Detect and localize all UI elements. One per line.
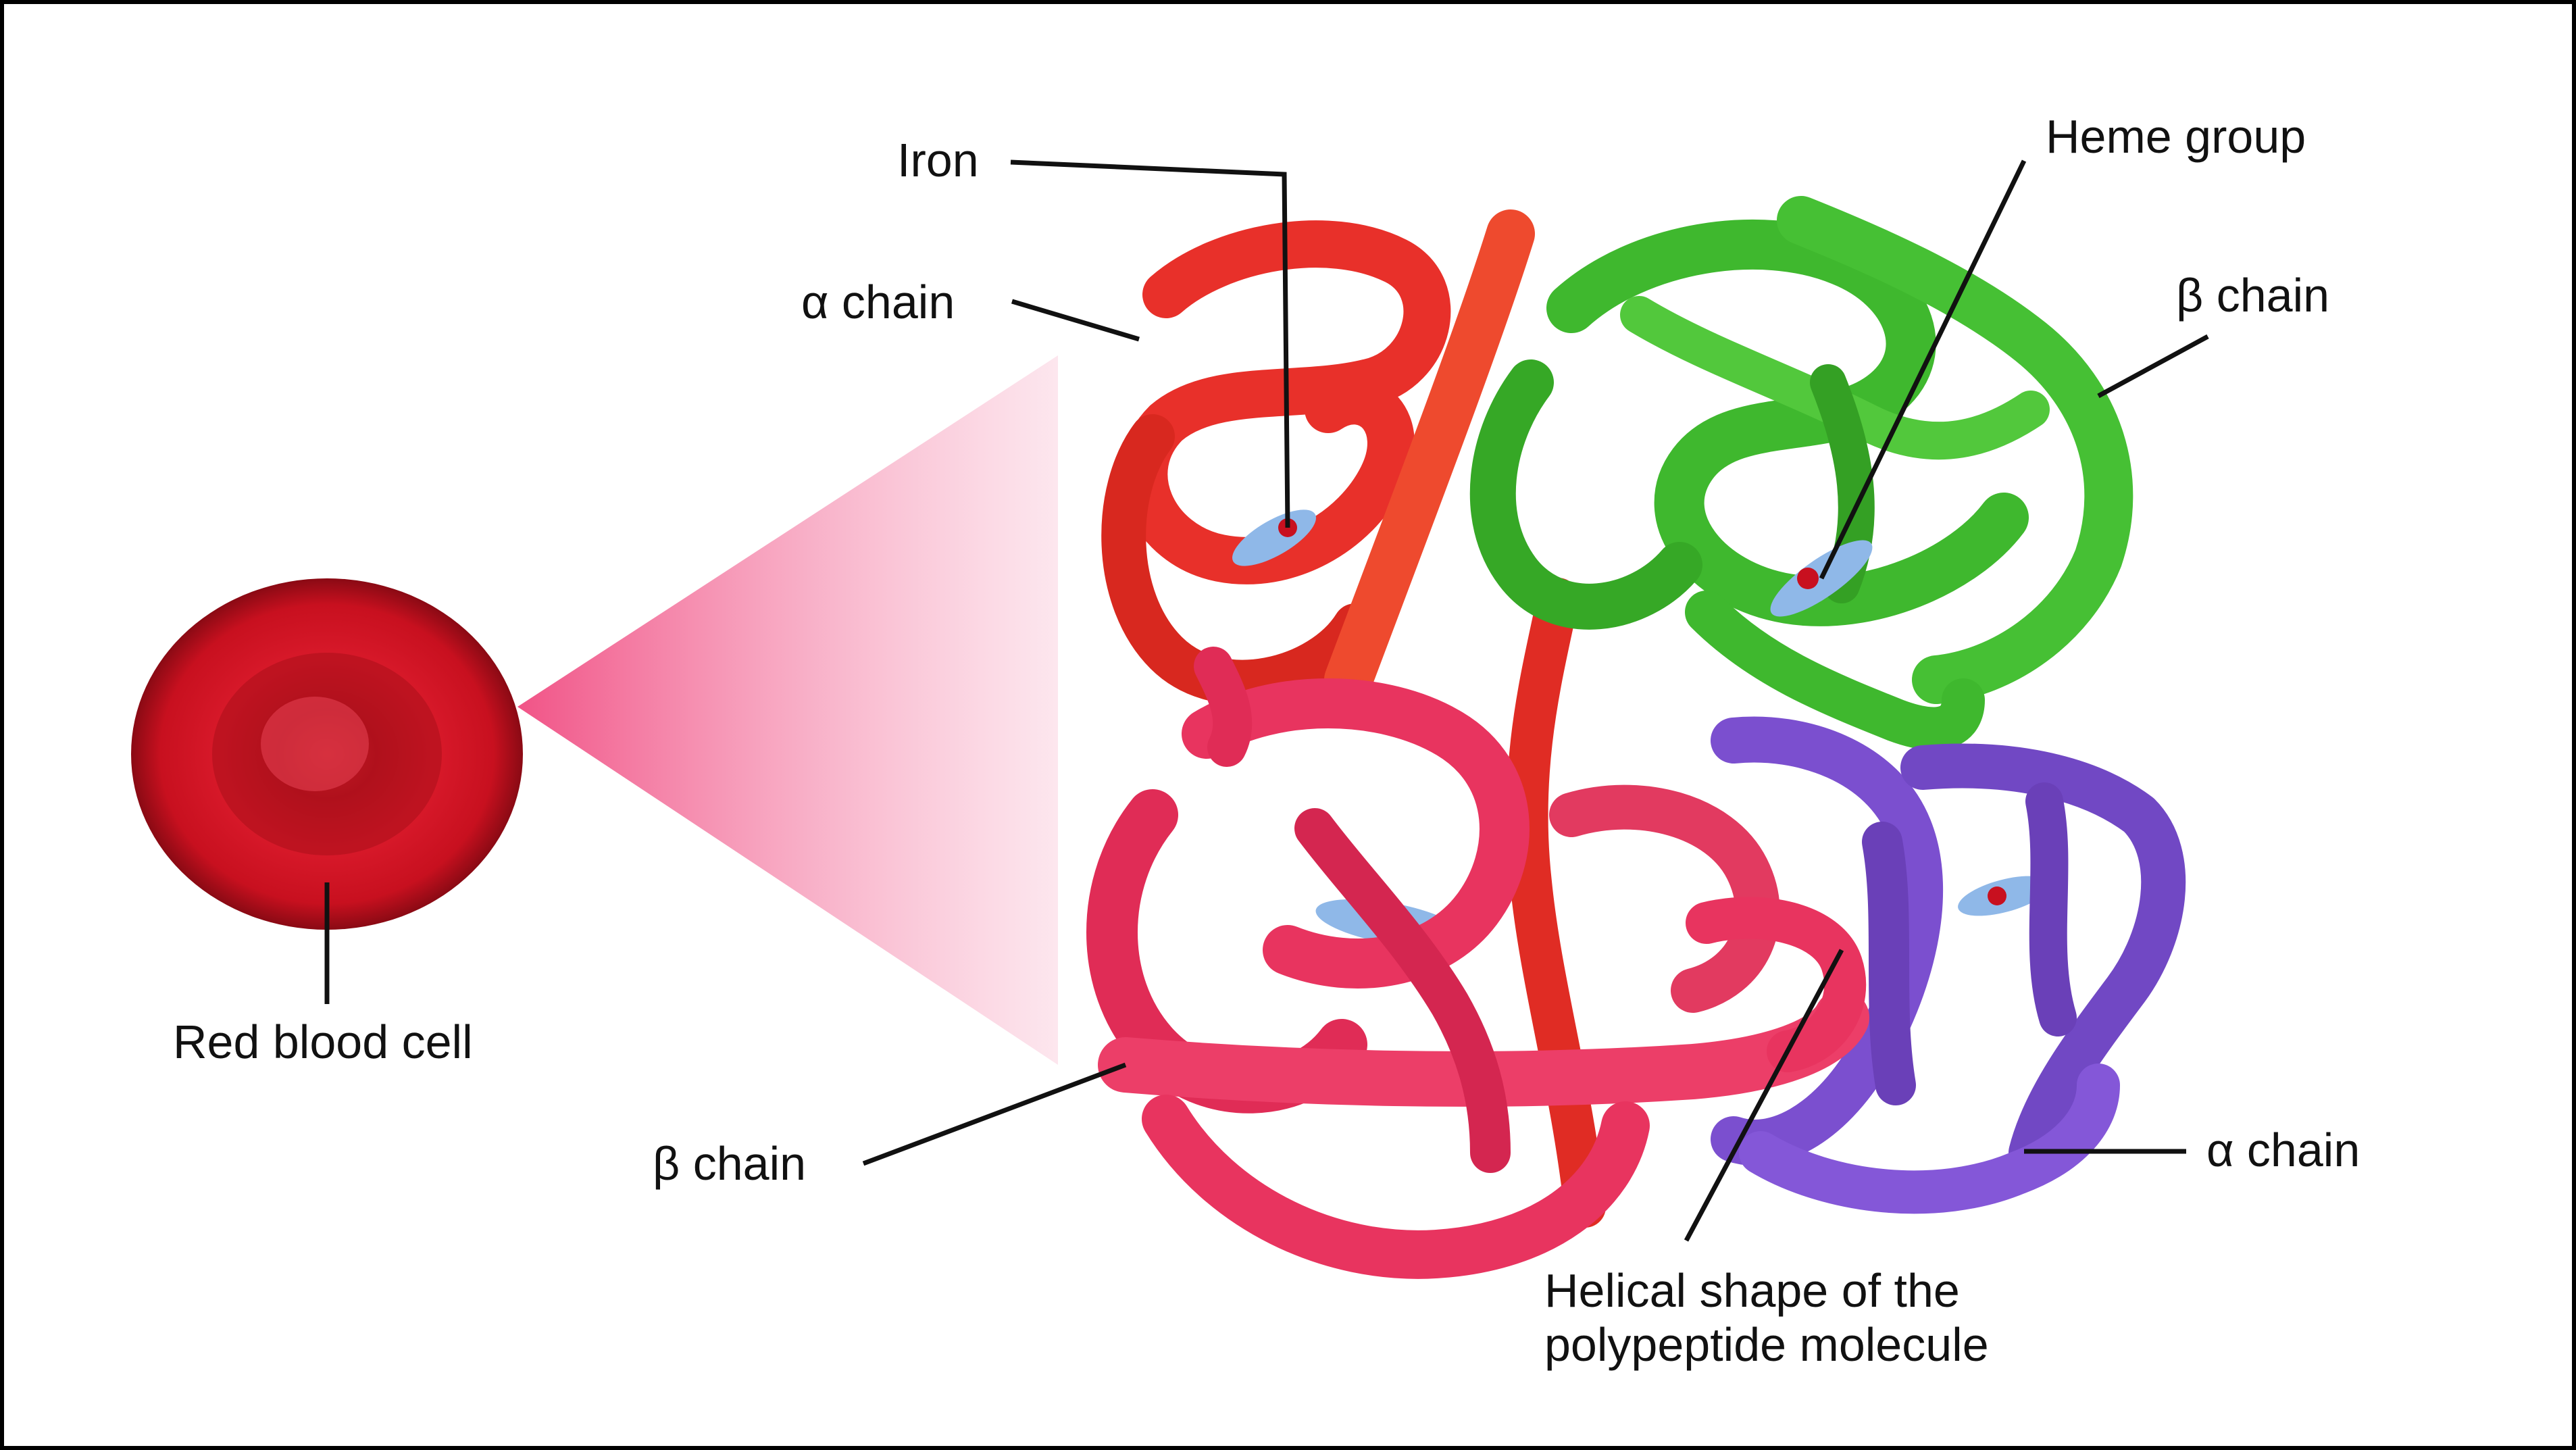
- label-alpha-chain-right: α chain: [2206, 1124, 2360, 1176]
- alpha-chain-top-illustration: [1101, 209, 1606, 1228]
- label-beta-chain-right: β chain: [2176, 269, 2329, 322]
- diagram-frame: Iron α chain Heme group β chain Red bloo…: [4, 4, 2572, 1446]
- alpha-chain-right-illustration: [1711, 716, 2186, 1214]
- label-helical-line1: Helical shape of the: [1544, 1264, 1960, 1317]
- label-alpha-chain-top: α chain: [801, 276, 955, 328]
- leader-beta-right: [2097, 334, 2209, 399]
- label-heme-group: Heme group: [2046, 110, 2306, 163]
- red-blood-cell-illustration: [131, 578, 523, 930]
- label-beta-chain-left: β chain: [653, 1137, 806, 1190]
- label-helical-line2: polypeptide molecule: [1544, 1318, 1989, 1371]
- zoom-cone: [517, 355, 1058, 1065]
- hemoglobin-diagram: Iron α chain Heme group β chain Red bloo…: [131, 110, 2360, 1371]
- label-iron: Iron: [897, 134, 979, 186]
- leader-alpha-top: [1011, 299, 1140, 342]
- label-red-blood-cell: Red blood cell: [173, 1016, 473, 1068]
- beta-chain-right-illustration: [1469, 196, 2133, 751]
- leader-heme: [1819, 159, 2027, 580]
- leader-helical: [1684, 949, 1844, 1242]
- leader-iron: [1010, 159, 1290, 528]
- leader-lines: [324, 159, 2209, 1242]
- beta-chain-left-illustration: [1086, 647, 1869, 1279]
- leader-beta-left: [862, 1062, 1127, 1166]
